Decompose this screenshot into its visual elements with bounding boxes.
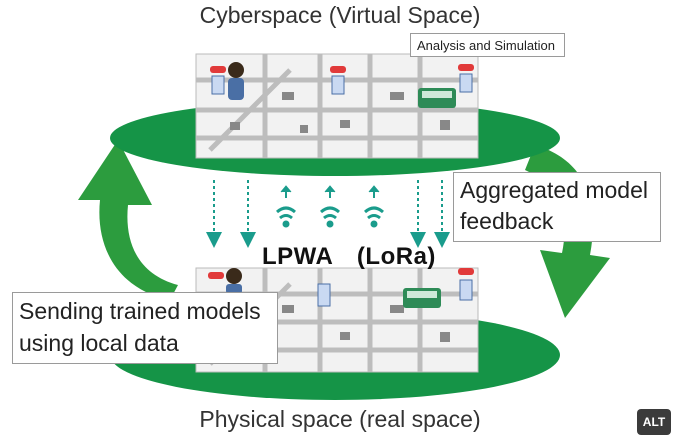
signal-icon	[276, 185, 384, 228]
physical-title: Physical space (real space)	[199, 406, 481, 432]
stop-sign-icon	[210, 64, 474, 73]
bus-icon	[403, 288, 441, 308]
signal-pole-icon	[211, 73, 473, 95]
cyberspace-map	[195, 53, 479, 159]
person-icon	[226, 268, 242, 294]
aggregated-feedback-callout: Aggregated model feedback	[453, 172, 661, 242]
analysis-callout: Analysis and Simulation	[410, 33, 565, 57]
signal-pole-icon	[317, 279, 473, 307]
stop-sign-icon	[208, 268, 474, 279]
cyberspace-title: Cyberspace (Virtual Space)	[199, 2, 481, 28]
alt-badge[interactable]: ALT	[637, 409, 671, 435]
bus-icon	[418, 88, 456, 108]
left-cycle-arrow	[78, 140, 178, 300]
lpwa-label: LPWA (LoRa)	[262, 243, 436, 270]
sending-models-callout: Sending trained models using local data	[12, 292, 278, 364]
person-icon	[228, 62, 244, 100]
